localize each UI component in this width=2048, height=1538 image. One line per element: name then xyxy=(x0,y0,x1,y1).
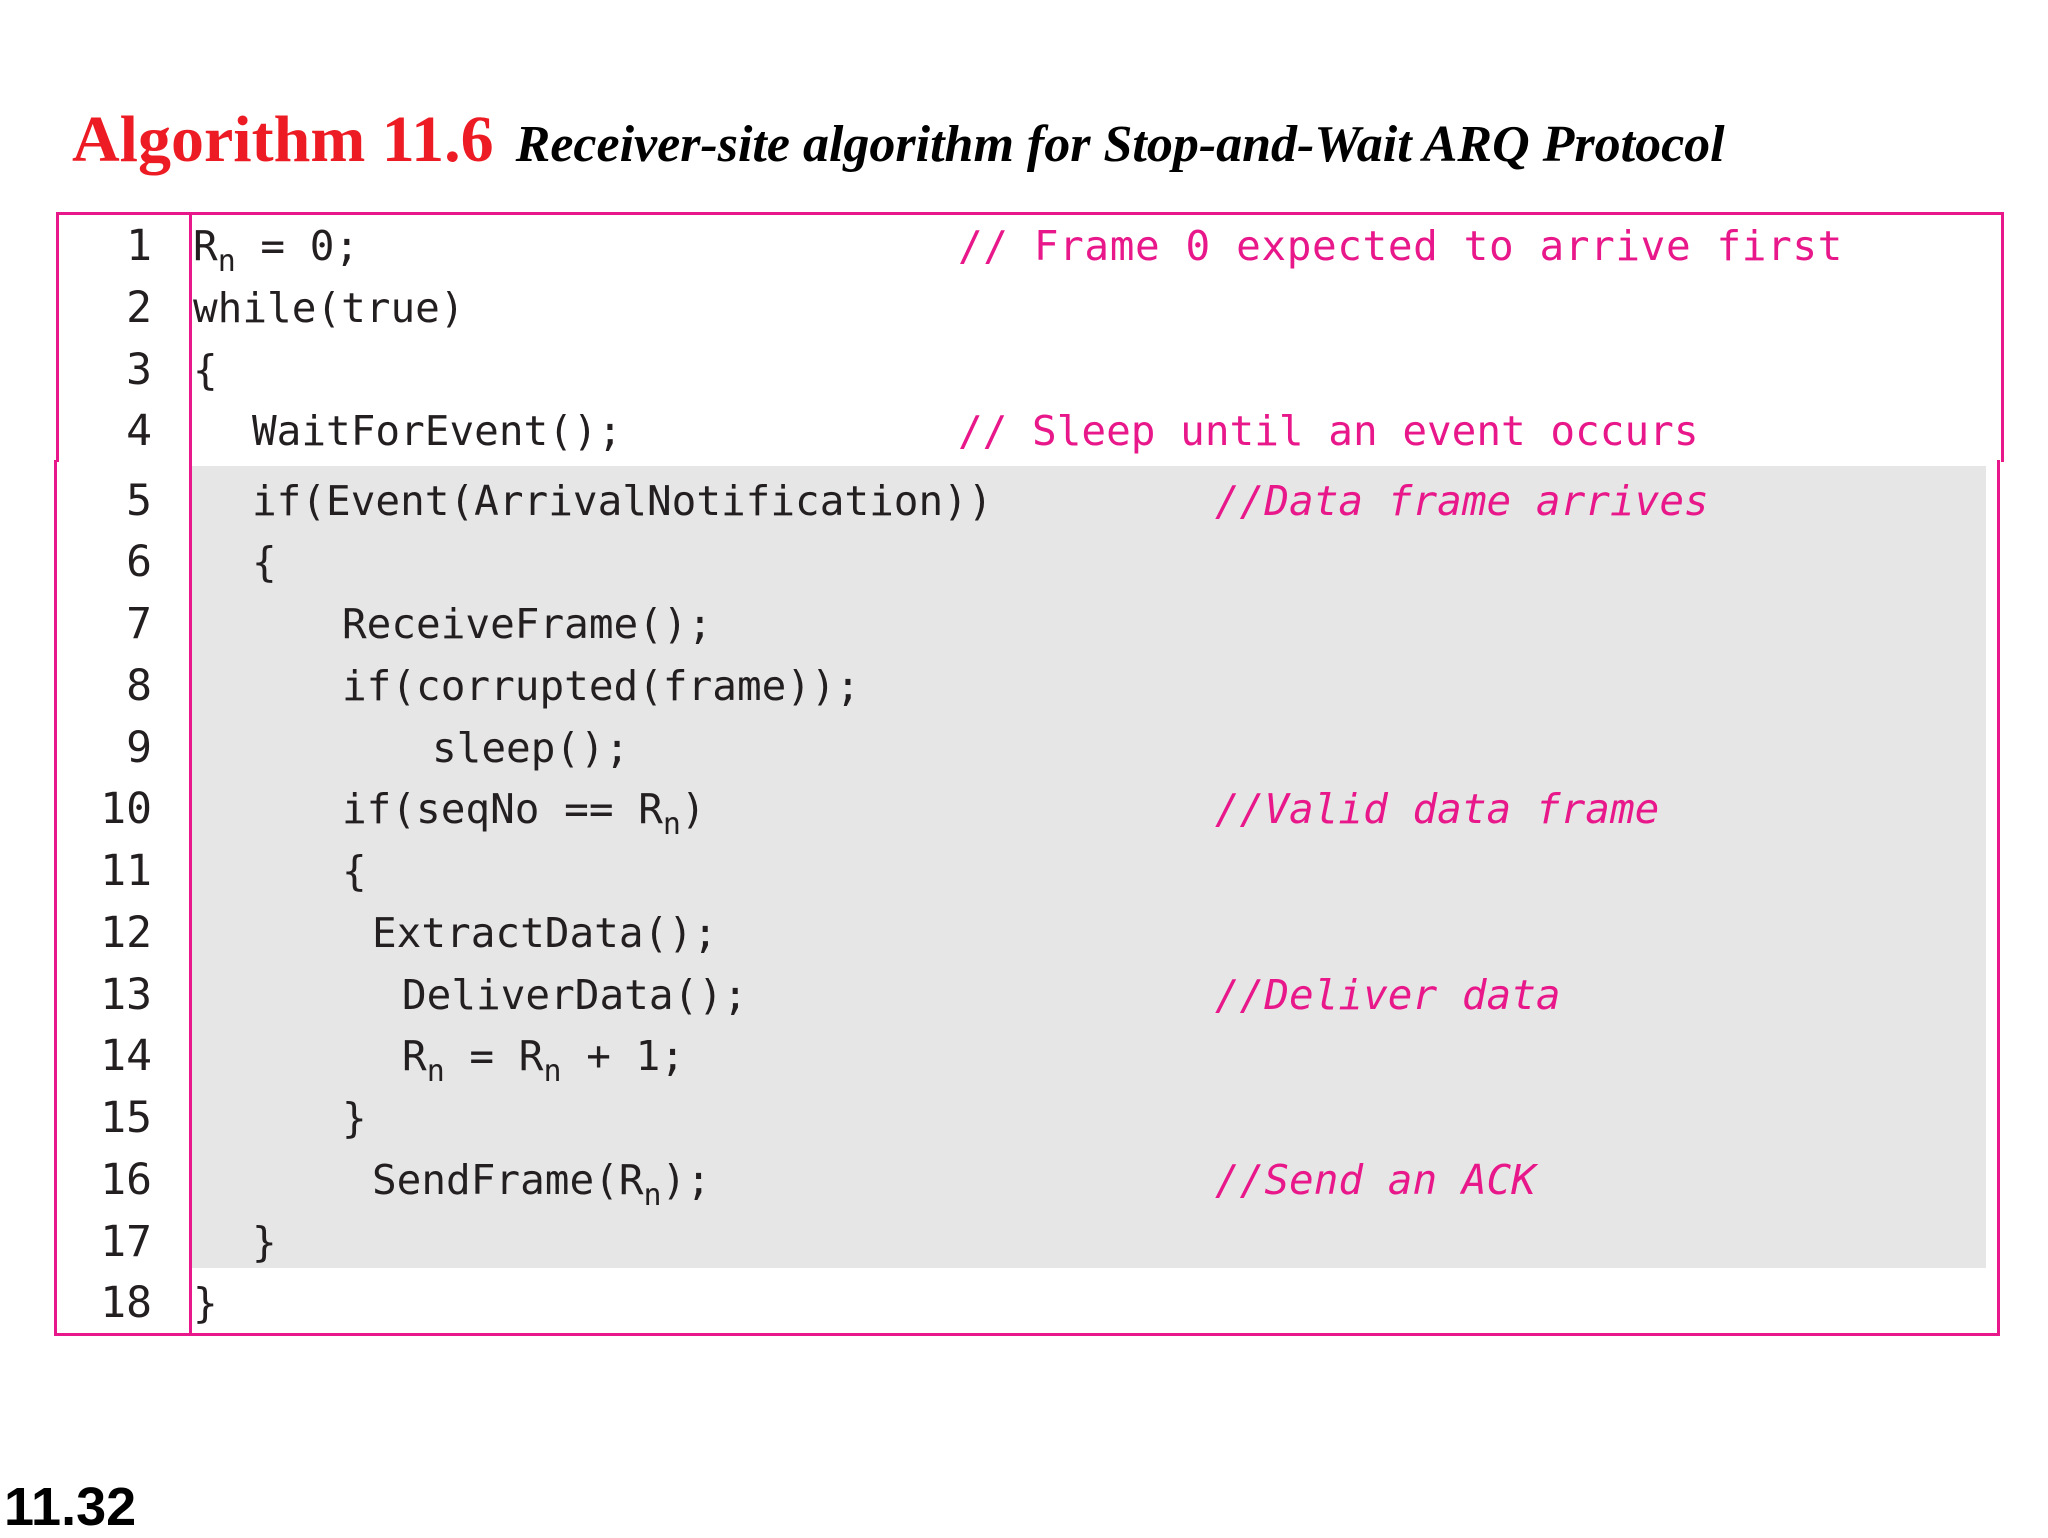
line-number: 1 xyxy=(126,221,152,271)
code-line: { xyxy=(342,847,367,895)
line-number: 9 xyxy=(126,723,152,773)
line-number: 5 xyxy=(126,476,152,526)
highlight-region xyxy=(192,466,1986,1268)
code-line: } xyxy=(252,1218,277,1266)
line-number: 15 xyxy=(100,1093,152,1143)
code-line: sleep(); xyxy=(432,724,630,772)
line-number: 11 xyxy=(100,846,152,896)
line-number: 18 xyxy=(100,1278,152,1328)
code-comment: //Data frame arrives xyxy=(1215,477,1709,525)
line-number: 14 xyxy=(100,1031,152,1081)
line-number: 16 xyxy=(100,1155,152,1205)
line-number: 6 xyxy=(126,537,152,587)
code-line: while(true) xyxy=(193,284,465,332)
code-line: Rn = 0; xyxy=(193,222,360,279)
code-line: Rn = Rn + 1; xyxy=(402,1032,685,1089)
code-comment: //Valid data frame xyxy=(1215,785,1660,833)
code-comment: // Sleep until an event occurs xyxy=(958,407,1699,455)
code-line: SendFrame(Rn); xyxy=(372,1156,711,1213)
code-line: DeliverData(); xyxy=(402,971,748,1019)
algorithm-title: Algorithm 11.6 Receiver-site algorithm fo… xyxy=(72,102,1725,178)
line-number: 8 xyxy=(126,661,152,711)
line-number: 7 xyxy=(126,599,152,649)
code-line: if(corrupted(frame)); xyxy=(342,662,861,710)
line-number: 2 xyxy=(126,283,152,333)
code-line: } xyxy=(193,1279,218,1327)
code-line: if(seqNo == Rn) xyxy=(342,785,706,842)
code-comment: // Frame 0 expected to arrive first xyxy=(958,222,1843,270)
top-frame xyxy=(56,212,2004,462)
line-number: 4 xyxy=(126,406,152,456)
line-number: 3 xyxy=(126,345,152,395)
line-number: 13 xyxy=(100,970,152,1020)
code-line: WaitForEvent(); xyxy=(252,407,623,455)
algorithm-number: Algorithm 11.6 xyxy=(72,103,494,176)
page-number: 11.32 xyxy=(4,1477,137,1537)
code-line: } xyxy=(342,1094,367,1142)
code-line: { xyxy=(252,538,277,586)
outer-frame xyxy=(54,460,2000,1336)
code-line: ExtractData(); xyxy=(372,909,718,957)
code-line: { xyxy=(193,346,218,394)
algorithm-caption: Receiver-site algorithm for Stop-and-Wai… xyxy=(515,116,1725,173)
line-number: 10 xyxy=(100,784,152,834)
line-number-divider xyxy=(189,212,192,1334)
code-line: ReceiveFrame(); xyxy=(342,600,713,648)
line-number: 17 xyxy=(100,1217,152,1267)
code-line: if(Event(ArrivalNotification)) xyxy=(252,477,993,525)
code-comment: //Deliver data xyxy=(1215,971,1561,1019)
line-number: 12 xyxy=(100,908,152,958)
code-comment: //Send an ACK xyxy=(1215,1156,1536,1204)
